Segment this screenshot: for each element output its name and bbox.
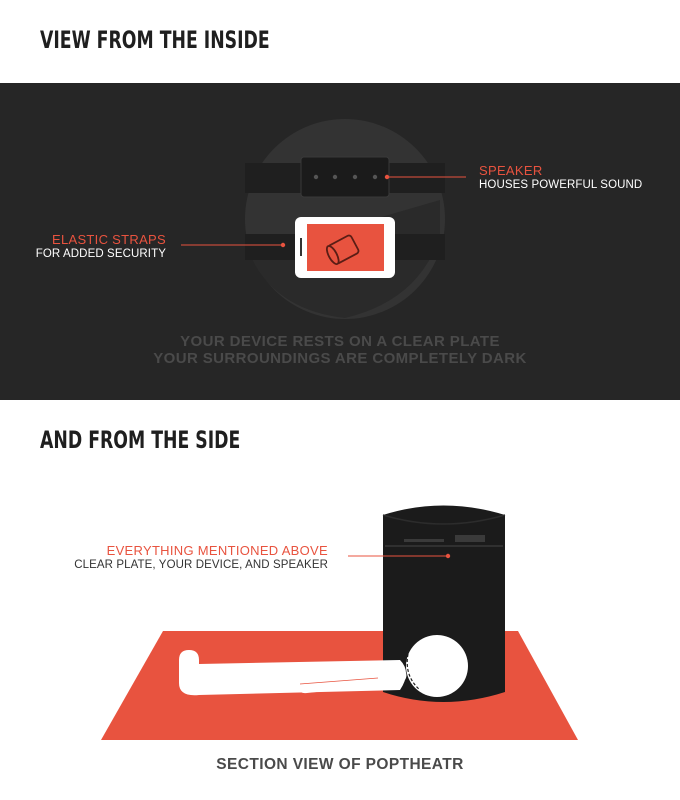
darkness-note: YOUR SURROUNDINGS ARE COMPLETELY DARK [153, 350, 527, 367]
everything-title: EVERYTHING MENTIONED ABOVE [106, 543, 328, 558]
speaker-leader [384, 174, 466, 180]
inside-section-heading: VIEW FROM THE INSIDE [40, 26, 270, 54]
inside-view-diagram [181, 119, 466, 319]
everything-description: CLEAR PLATE, YOUR DEVICE, AND SPEAKER [74, 559, 328, 571]
straps-description: FOR ADDED SECURITY [35, 248, 166, 260]
speaker-title: SPEAKER [479, 163, 543, 178]
head-icon [406, 635, 468, 697]
straps-title: ELASTIC STRAPS [51, 232, 166, 247]
straps-leader [181, 242, 286, 248]
everything-leader [348, 553, 451, 559]
speaker-description: HOUSES POWERFUL SOUND [479, 179, 643, 191]
phone-icon [295, 217, 395, 278]
side-section-heading: AND FROM THE SIDE [40, 426, 241, 454]
person-icon [179, 650, 407, 696]
speaker-icon [300, 156, 390, 198]
section-caption: SECTION VIEW OF POPTHEATR [216, 756, 464, 773]
play-icon [325, 234, 360, 265]
plate-note: YOUR DEVICE RESTS ON A CLEAR PLATE [180, 333, 500, 350]
side-view-diagram [101, 505, 578, 740]
